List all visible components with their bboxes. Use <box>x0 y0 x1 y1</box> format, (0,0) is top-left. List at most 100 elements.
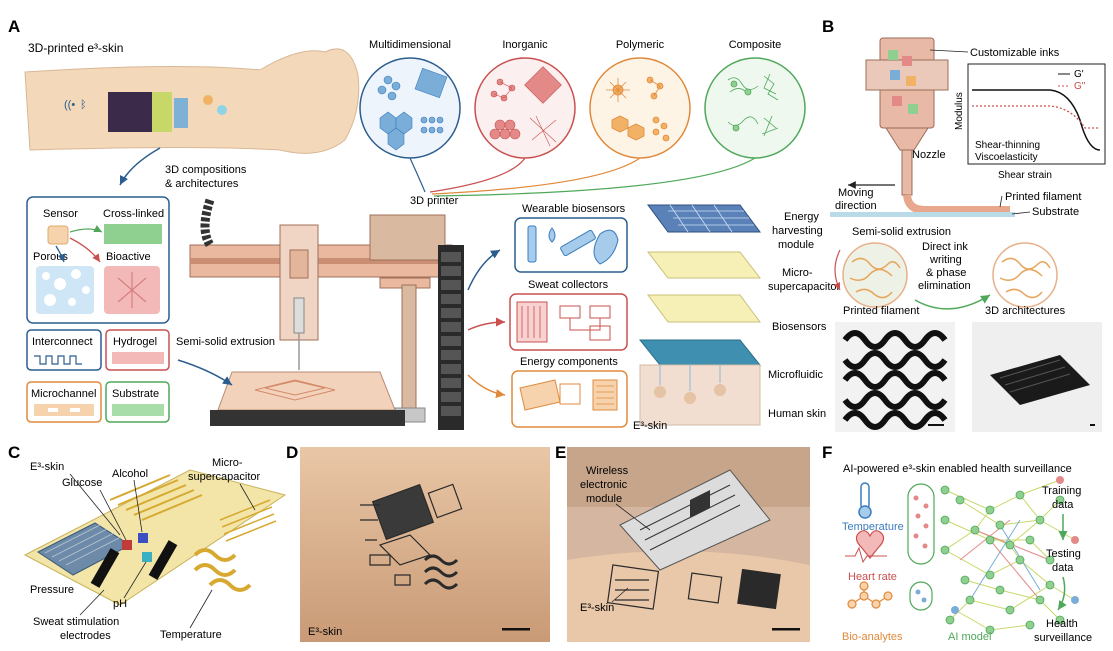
supercapacitor-fingers <box>219 499 277 542</box>
wearable-label: Wearable biosensors <box>522 203 626 215</box>
diw-line4: elimination <box>918 280 971 292</box>
microfluidic-label: Microfluidic <box>768 369 824 381</box>
nozzle-label: Nozzle <box>912 149 946 161</box>
pointer-ph <box>123 561 147 599</box>
scale-bar-d <box>502 628 530 631</box>
substrate-label: Substrate <box>112 388 159 400</box>
panel-label-e: E <box>555 443 566 462</box>
testing-line2: data <box>1052 562 1074 574</box>
legend-g-prime: G' <box>1074 69 1084 80</box>
compositions-label: 3D compositions <box>165 164 247 176</box>
ai-model-label: AI model <box>948 631 991 643</box>
crosslinked-swatch <box>104 224 162 244</box>
e3skin-label-e: E³-skin <box>580 602 614 614</box>
printed-filament-label: Printed filament <box>1005 191 1081 203</box>
health-line2: surveillance <box>1034 632 1092 644</box>
wireless-line3: module <box>586 493 622 505</box>
interconnect-label: Interconnect <box>32 336 93 348</box>
substrate-label-b: Substrate <box>1032 206 1079 218</box>
interconnect-box: Interconnect <box>26 329 102 371</box>
printed-filament-path <box>903 194 1010 214</box>
electrode-2 <box>148 540 178 580</box>
bioactive-swatch <box>104 266 160 314</box>
sensor-arrow-blue <box>55 245 66 263</box>
arrow-to-sweat <box>467 317 506 331</box>
micro-line1: Micro- <box>782 267 813 279</box>
temperature-serpentine <box>193 548 252 592</box>
legend-g-double-prime: G" <box>1074 81 1086 92</box>
extrusion-arrow <box>177 359 233 386</box>
hydrogel-label: Hydrogel <box>113 336 157 348</box>
printed-device-d <box>360 483 463 590</box>
category-multidimensional: Multidimensional <box>369 39 451 51</box>
pointer-e3skin <box>69 473 121 536</box>
arrow-testing-health <box>1057 576 1067 611</box>
panel-label-a: A <box>8 17 20 36</box>
micro-label-c2: supercapacitor <box>188 471 260 483</box>
diw-line3: & phase <box>926 267 966 279</box>
wearable-biosensors-box: Wearable biosensors <box>514 203 628 273</box>
architecture-photo <box>972 322 1102 432</box>
sensor-arrow-red <box>69 237 101 263</box>
molecule-icon <box>847 581 893 609</box>
human-skin-label: Human skin <box>768 408 826 420</box>
extrusion-label: Semi-solid extrusion <box>176 336 275 348</box>
input-pill-2 <box>909 581 933 611</box>
heart-icon <box>845 530 887 564</box>
hydrogel-box: Hydrogel <box>105 329 170 371</box>
pointer-glucose <box>99 489 127 541</box>
micro-line2: supercapacitor <box>768 281 840 293</box>
circle-inorganic <box>474 57 576 159</box>
panel-label-d: D <box>286 443 298 462</box>
training-line2: data <box>1052 499 1074 511</box>
substrate-box: Substrate <box>105 381 170 423</box>
diw-line2: writing <box>929 254 962 266</box>
arm-patch-blue <box>174 98 188 128</box>
wireless-line1: Wireless <box>586 465 629 477</box>
pointer-alcohol <box>133 479 143 533</box>
converge-line-orange <box>431 157 641 195</box>
serpentine-photo <box>835 322 955 432</box>
pointer-sweat <box>79 589 105 616</box>
nozzle-stem <box>901 149 913 196</box>
shear-thinning-label: Shear-thinning <box>975 140 1040 151</box>
left-arrow-b <box>833 249 841 291</box>
circle-multidimensional <box>359 57 461 159</box>
printed-filament-label-2: Printed filament <box>843 305 919 317</box>
scale-bar-e <box>772 628 800 631</box>
gold-traces <box>109 474 203 521</box>
ph-sensor <box>142 552 152 562</box>
training-line1: Training <box>1042 485 1081 497</box>
arm-dot-2 <box>217 105 227 115</box>
micro-label-c1: Micro- <box>212 457 243 469</box>
electrode-1 <box>90 548 120 588</box>
arm-patch-solar <box>108 92 152 132</box>
energy-harvesting-line1: Energy <box>784 211 819 223</box>
diw-arrow <box>914 294 991 310</box>
panel-label-c: C <box>8 443 20 462</box>
energy-harvesting-line3: module <box>778 239 814 251</box>
panel-f: F AI-powered e³-skin enabled health surv… <box>822 443 1092 644</box>
panel-a-title: 3D-printed e³-skin <box>28 41 123 55</box>
wireless-module <box>619 469 771 571</box>
sweat-label: Sweat collectors <box>528 279 609 291</box>
pointer-wireless <box>615 503 651 531</box>
testing-line1: Testing <box>1046 548 1081 560</box>
sensor-label: Sensor <box>43 208 78 220</box>
microchannel-label: Microchannel <box>31 388 96 400</box>
printer-label: 3D printer <box>410 195 459 207</box>
panel-b: B Customizable inks Nozzle G' G" Shear-t… <box>822 17 1106 432</box>
input-pill-1 <box>907 483 935 565</box>
e3skin-label-c: E³-skin <box>30 461 64 473</box>
alcohol-label: Alcohol <box>112 468 148 480</box>
porous-swatch <box>36 266 94 314</box>
converge-line-green <box>433 157 756 197</box>
moving-label-1: Moving <box>838 187 873 199</box>
panel-e: E Wireless electronic module E³-skin <box>555 443 810 642</box>
e3skin-label-d: E³-skin <box>308 626 342 638</box>
wireless-line2: electronic <box>580 479 628 491</box>
converge-line-red <box>429 157 526 193</box>
sweat-label-2: electrodes <box>60 630 111 642</box>
shear-strain-axis-label: Shear strain <box>998 170 1052 181</box>
